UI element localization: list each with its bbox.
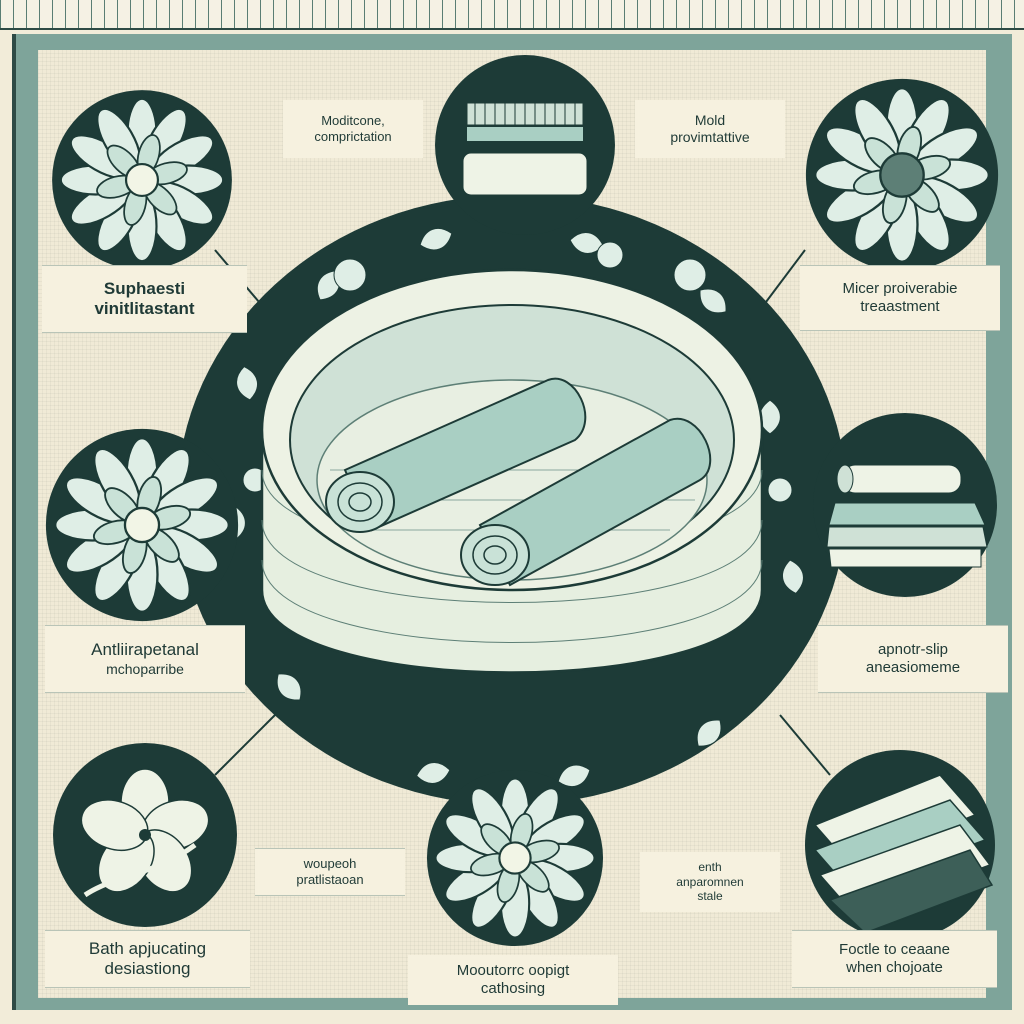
lotus-icon: [44, 427, 240, 623]
label-bottom-center: Mooutorrc oopigt cathosing: [408, 955, 618, 1005]
top-ruler: [0, 0, 1024, 30]
rolled-towel-left: [325, 377, 587, 533]
label-bottom-right: Foctle to ceaane when chojoate: [792, 930, 997, 988]
sunflower-icon: [804, 77, 1000, 273]
towel-stack-icon: [813, 413, 997, 597]
label-bottom-center-left: woupeoh pratlistaoan: [255, 848, 405, 896]
label-bottom-left: Bath apjucating desiastiong: [45, 930, 250, 988]
label-top-center-right: Mold provimtattive: [635, 100, 785, 158]
folded-towels-icon: [805, 750, 995, 940]
label-right-upper: Micer proiverabie treaastment: [800, 265, 1000, 331]
label-right-middle: apnotr-slip aneasiomeme: [818, 625, 1008, 693]
label-top-center-left: Moditcone, comprictation: [283, 100, 423, 158]
bathtub-with-rolled-towels: [260, 268, 764, 674]
foliage-decoration: [223, 222, 807, 793]
label-bottom-center-right: enth anparomnen stale: [640, 852, 780, 912]
lotus-icon: [51, 89, 233, 271]
label-left-middle: Antliirapetanal mchoparribe: [45, 625, 245, 693]
label-left-upper: Suphaesti vinitlitastant: [42, 265, 247, 333]
lotus-icon: [425, 768, 605, 948]
rolled-towel-right: [460, 417, 712, 587]
blossom-icon: [53, 743, 237, 927]
bath-mat-icon: [435, 55, 615, 235]
